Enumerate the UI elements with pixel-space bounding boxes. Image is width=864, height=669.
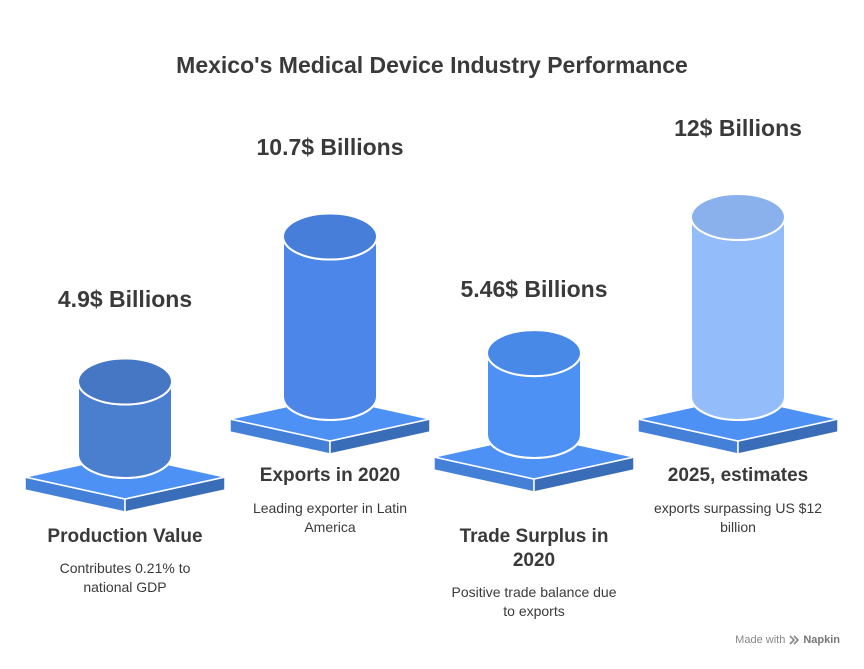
bar-cylinder-top [282,212,378,261]
description-exports: Leading exporter in Latin America [252,500,408,535]
description-trade-surplus: Positive trade balance due to exports [451,584,617,619]
bar-cylinder-bottom-rim [690,396,786,421]
bar-cylinder-bottom-rim [282,396,378,421]
bar-cylinder-top [77,357,173,406]
bar-cylinder-top [690,193,786,241]
bar-cylinder-bottom-rim [77,454,173,479]
chart-title: Mexico's Medical Device Industry Perform… [176,52,688,78]
bar-cylinder-top [486,329,582,378]
value-label-production: 4.9$ Billions [57,286,193,312]
category-label-exports: Exports in 2020 [259,465,401,486]
watermark: Made with Napkin [735,634,840,646]
bar-cylinder-body [690,216,786,421]
description-estimates: exports surpassing US $12 billion [653,500,823,535]
watermark-brand: Napkin [803,634,840,646]
category-label-production: Production Value [47,526,203,547]
value-label-exports: 10.7$ Billions [256,134,404,160]
category-label-estimates: 2025, estimates [667,465,809,486]
bar-cylinder-bottom-rim [486,434,582,459]
value-label-trade-surplus: 5.46$ Billions [460,276,608,302]
bar-cylinder-body [282,236,378,421]
description-production: Contributes 0.21% to national GDP [59,560,191,595]
category-label-trade-surplus: Trade Surplus in 2020 [459,526,609,571]
napkin-logo-icon [789,635,800,645]
watermark-prefix: Made with [735,634,786,646]
value-label-estimates: 12$ Billions [674,115,802,141]
